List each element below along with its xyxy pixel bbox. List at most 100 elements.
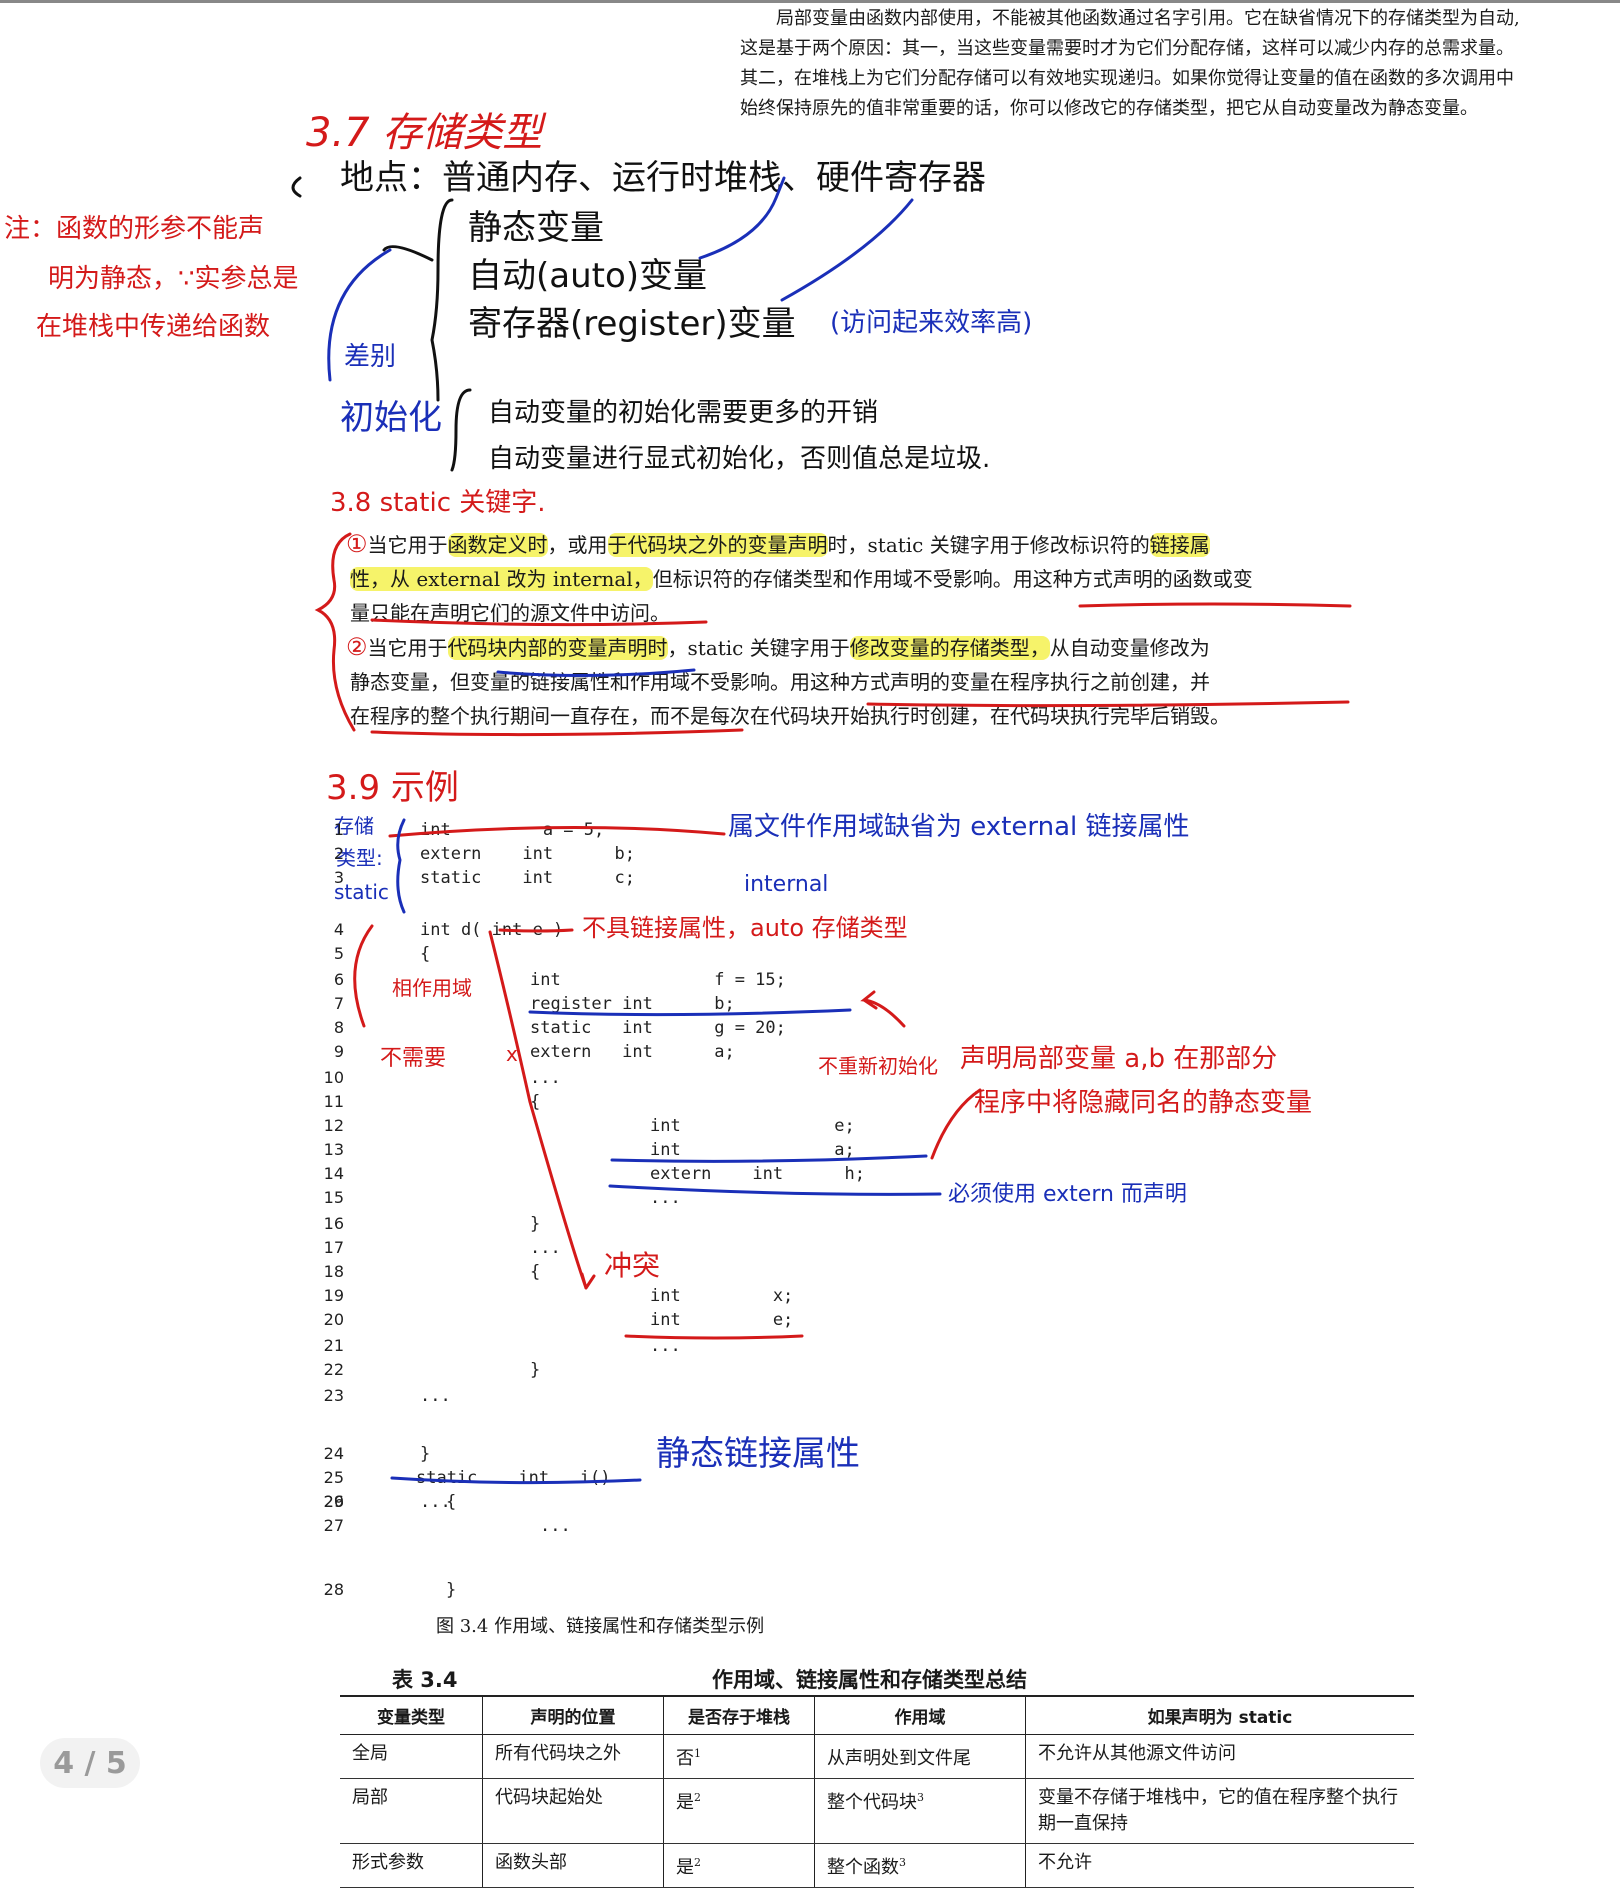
para1-line: 性，从 external 改为 internal，但标识符的存储类型和作用域不受… (350, 562, 1360, 596)
intro-line: 局部变量由函数内部使用，不能被其他函数通过名字引用。它在缺省情况下的存储类型为自… (776, 8, 1520, 29)
footnote-mark: 2 (694, 1856, 701, 1869)
footnote-mark: 2 (694, 1791, 701, 1804)
side-note-line: 注：函数的形参不能声 (4, 214, 265, 244)
code-text: int e; (650, 1310, 794, 1330)
table-cell: 是2 (663, 1778, 815, 1844)
annotation-no-reinit: 不重新初始化 (818, 1054, 938, 1078)
table-cell: 代码块起始处 (482, 1778, 664, 1844)
highlight: 性，从 external 改为 internal， (350, 567, 653, 591)
arrow-stroke (488, 930, 596, 1290)
page-indicator[interactable]: 4 / 5 (40, 1738, 140, 1788)
code-text: } (530, 1214, 541, 1234)
annotation-internal: internal (744, 872, 829, 897)
intro-paragraph: 局部变量由函数内部使用，不能被其他函数通过名字引用。它在缺省情况下的存储类型为自… (740, 4, 1620, 124)
auto-var-note: 自动(auto)变量 (468, 256, 708, 296)
line-number: 6 (333, 970, 344, 989)
table-cell: 否1 (663, 1734, 815, 1779)
code-text: { (446, 1492, 457, 1512)
arrow-stroke (698, 176, 786, 260)
text: 但标识符的存储类型和作用域不受影响。用这种方式声明的函数或变 (652, 567, 1253, 591)
code-text: ... (650, 1336, 681, 1356)
table-header: 变量类型 (340, 1696, 483, 1735)
code-text: ... (530, 1238, 561, 1258)
line-number: 21 (323, 1336, 344, 1355)
code-text: } (420, 1444, 431, 1464)
brace-stroke (291, 176, 302, 198)
cell-text: 否 (676, 1748, 694, 1769)
table-header: 作用域 (814, 1696, 1026, 1735)
line-number: 2 (333, 844, 344, 863)
table-row: 局部 代码块起始处 是2 整个代码块3 变量不存储于堆栈中，它的值在程序整个执行… (340, 1778, 1414, 1844)
brace-stroke (382, 245, 434, 262)
figure-caption: 图 3.4 作用域、链接属性和存储类型示例 (436, 1616, 765, 1637)
underline-stroke (866, 700, 1350, 708)
para2-line: ②当它用于代码块内部的变量声明时，static 关键字用于修改变量的存储类型，从… (346, 630, 1360, 665)
code-side-label: 存储 (334, 814, 374, 838)
code-text: register int b; (530, 994, 735, 1014)
footnote-mark: 3 (899, 1856, 906, 1869)
code-text: static int g = 20; (530, 1018, 786, 1038)
table-cell: 局部 (340, 1778, 483, 1844)
line-number: 7 (333, 994, 344, 1013)
code-text: extern int a; (530, 1042, 735, 1062)
text: ，static 关键字用于 (667, 636, 850, 660)
line-number: 19 (323, 1286, 344, 1305)
annotation-scope: 相作用域 (392, 976, 472, 1000)
line-number: 16 (323, 1214, 344, 1233)
table-row: 全局 所有代码块之外 否1 从声明处到文件尾 不允许从其他源文件访问 (340, 1734, 1414, 1779)
line-number: 20 (323, 1310, 344, 1329)
line-number: 24 (323, 1444, 344, 1463)
brace-stroke (327, 248, 392, 382)
location-line: 地点：普通内存、运行时堆栈、硬件寄存器 (340, 158, 986, 198)
line-number: 12 (323, 1116, 344, 1135)
static-var-note: 静态变量 (468, 208, 604, 248)
code-text: extern int h; (650, 1164, 865, 1184)
table-header: 如果声明为 static (1025, 1696, 1414, 1735)
footnote-mark: 3 (917, 1791, 924, 1804)
underline-stroke (390, 1476, 642, 1485)
code-text: int x; (650, 1286, 794, 1306)
side-note-line: 明为静态，∵实参总是 (48, 264, 299, 294)
underline-stroke (528, 1008, 852, 1017)
arrow-stroke (353, 924, 374, 1028)
register-var-note: 寄存器(register)变量 (468, 304, 796, 344)
line-number: 5 (333, 944, 344, 963)
code-text: { (420, 944, 431, 964)
line-number: 8 (333, 1018, 344, 1037)
sec39-title: 3.9 示例 (326, 768, 459, 808)
highlight: 链接属 (1149, 533, 1210, 557)
arrow-stroke (930, 1088, 982, 1160)
table-header: 声明的位置 (482, 1696, 664, 1735)
text: 时，static 关键字用于修改标识符的 (827, 533, 1150, 557)
sec38-title: 3.8 static 关键字. (330, 488, 546, 518)
init-note-1: 自动变量的初始化需要更多的开销 (488, 398, 879, 428)
code-text: int a = 5; (420, 820, 605, 840)
difference-label: 差别 (344, 342, 397, 372)
brace-stroke (450, 388, 472, 472)
line-number: 9 (333, 1042, 344, 1061)
line-number: 29 (323, 1492, 344, 1511)
intro-line: 这是基于两个原因：其一，当这些变量需要时才为它们分配存储，这样可以减少内存的总需… (740, 38, 1514, 59)
underline-stroke (608, 1184, 942, 1196)
code-text: int e; (650, 1116, 855, 1136)
table-cell: 从声明处到文件尾 (814, 1734, 1026, 1779)
arrow-stroke (860, 990, 906, 1028)
line-number: 25 (323, 1468, 344, 1487)
circled-number-1: ① (346, 530, 368, 558)
code-text: int a; (650, 1140, 855, 1160)
code-text: } (446, 1580, 457, 1600)
table-cell: 所有代码块之外 (482, 1734, 664, 1779)
line-number: 1 (333, 820, 344, 839)
code-side-label: static (334, 880, 389, 904)
annotation-cross: x (506, 1042, 518, 1066)
brace-stroke (314, 532, 356, 732)
annotation-no-need: 不需要 (380, 1046, 447, 1071)
cell-text: 整个代码块 (827, 1792, 917, 1813)
highlight: 修改变量的存储类型， (849, 636, 1050, 660)
underline-stroke (496, 668, 696, 678)
line-number: 17 (323, 1238, 344, 1257)
line-number: 14 (323, 1164, 344, 1183)
line-number: 13 (323, 1140, 344, 1159)
line-number: 26 (323, 1492, 344, 1511)
